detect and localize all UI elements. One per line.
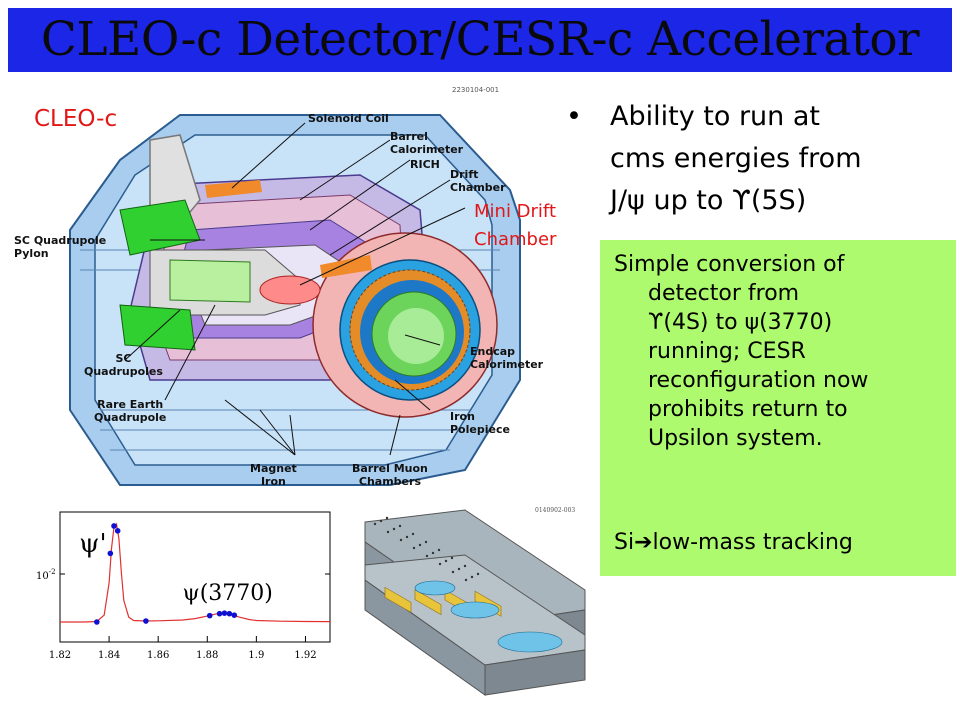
mount-hole bbox=[431, 551, 435, 555]
mount-hole bbox=[457, 567, 461, 571]
mount-hole bbox=[373, 522, 377, 526]
psi-3770-annotation: ψ(3770) bbox=[182, 581, 272, 606]
detector-figure-id: 2230104-001 bbox=[452, 86, 500, 94]
mount-hole bbox=[451, 570, 455, 574]
mount-hole bbox=[386, 530, 390, 534]
x-tick-label: 1.92 bbox=[294, 650, 316, 661]
data-point bbox=[94, 619, 100, 625]
data-point bbox=[206, 612, 213, 619]
note-line: prohibits return to bbox=[648, 397, 848, 422]
x-tick-label: 1.86 bbox=[147, 650, 169, 661]
mount-hole bbox=[464, 578, 468, 582]
bullet-line: J/ψ up to ϒ(5S) bbox=[610, 185, 807, 216]
mount-hole bbox=[437, 548, 441, 552]
cross-section-curve bbox=[60, 522, 331, 623]
data-point bbox=[216, 610, 223, 617]
data-point bbox=[143, 618, 149, 624]
mount-hole bbox=[392, 527, 396, 531]
mount-hole bbox=[399, 538, 403, 542]
mount-hole bbox=[411, 532, 415, 536]
x-tick-label: 1.9 bbox=[248, 650, 264, 661]
note-line: running; CESR bbox=[648, 339, 806, 364]
bullet-line: Ability to run at bbox=[610, 101, 820, 132]
resonance-scan-plot: 1.82 1.84 1.86 1.88 1.9 1.92 10-2 ψ' ψ(3770) bbox=[36, 511, 331, 661]
data-point bbox=[226, 610, 233, 617]
mount-hole bbox=[418, 543, 422, 547]
mount-hole bbox=[476, 572, 480, 576]
bullet-text: Ability to run at cms energies from J/ψ … bbox=[610, 96, 946, 222]
plot-frame bbox=[59, 511, 331, 643]
mount-hole bbox=[424, 540, 428, 544]
title-bar: CLEO-c Detector/CESR-c Accelerator bbox=[8, 8, 952, 72]
mount-hole bbox=[425, 554, 429, 558]
note-line: ϒ(4S) to ψ(3770) bbox=[648, 310, 833, 335]
note-line: Si➔low-mass tracking bbox=[614, 530, 853, 555]
x-tick-label: 1.88 bbox=[196, 650, 218, 661]
mount-hole bbox=[405, 535, 409, 539]
silicon-figure-id: 0140902-003 bbox=[535, 507, 575, 514]
mount-hole bbox=[385, 516, 389, 520]
label-rich: RICH bbox=[410, 158, 440, 171]
data-point bbox=[111, 523, 117, 529]
note-line: Upsilon system. bbox=[648, 426, 823, 451]
note-line: detector from bbox=[648, 281, 800, 306]
label-solenoid-coil: Solenoid Coil bbox=[308, 112, 389, 125]
cleo-c-label: CLEO-c bbox=[34, 106, 118, 132]
mount-hole bbox=[463, 564, 467, 568]
mount-hole bbox=[444, 559, 448, 563]
data-point bbox=[107, 550, 114, 557]
bullet-dot: • bbox=[566, 101, 582, 132]
note-line: reconfiguration now bbox=[648, 368, 869, 393]
silicon-tracker-diagram: 0140902-003 bbox=[364, 507, 586, 696]
note-line: Simple conversion of bbox=[614, 252, 845, 277]
slide-title: CLEO-c Detector/CESR-c Accelerator bbox=[40, 12, 920, 67]
mount-hole bbox=[412, 546, 416, 550]
data-point bbox=[114, 528, 121, 534]
conversion-note-box: Simple conversion of detector from ϒ(4S)… bbox=[600, 240, 956, 576]
mount-hole bbox=[398, 524, 402, 528]
y-tick-label: 10-2 bbox=[36, 568, 56, 582]
x-tick-label: 1.84 bbox=[98, 650, 120, 661]
x-tick-label: 1.82 bbox=[49, 650, 71, 661]
psi-prime-annotation: ψ' bbox=[79, 529, 107, 559]
mount-hole bbox=[470, 575, 474, 579]
mount-hole bbox=[379, 519, 383, 523]
mount-hole bbox=[450, 556, 454, 560]
bullet-line: cms energies from bbox=[610, 143, 862, 174]
rare-earth-quadrupole-shape bbox=[169, 259, 251, 303]
data-point bbox=[221, 610, 228, 616]
mount-hole bbox=[438, 562, 442, 566]
data-point bbox=[231, 612, 238, 618]
cleo-c-detector-diagram bbox=[69, 114, 521, 486]
